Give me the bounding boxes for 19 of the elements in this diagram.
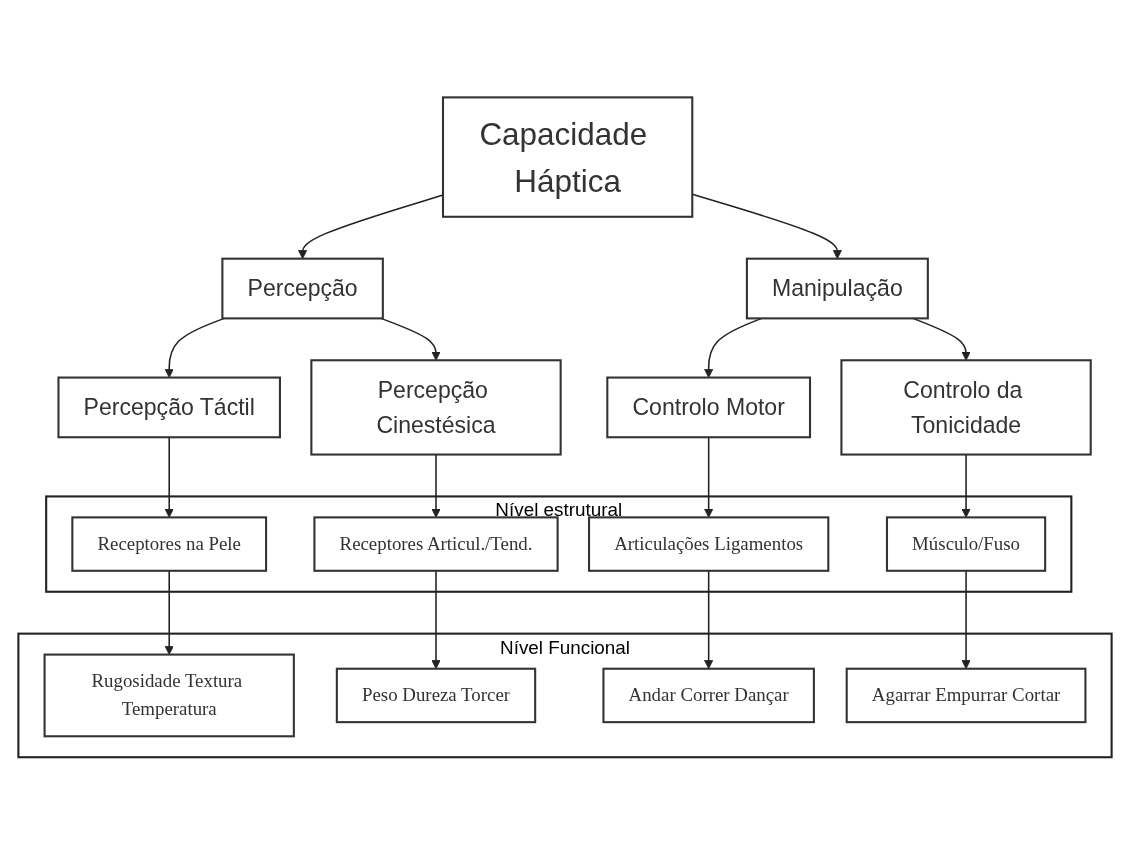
node-box: Peso Dureza Torcer: [335, 667, 537, 723]
node-box: Percepção Cinestésica: [310, 358, 562, 456]
node-box: Agarrar Empurrar Cortar: [845, 667, 1087, 723]
arrow: [164, 317, 225, 378]
node-box: Músculo/Fuso: [885, 516, 1047, 572]
node-box: Receptores na Pele: [71, 516, 268, 572]
arrow: [298, 193, 444, 259]
node-box: Rugosidade Textura Temperatura: [43, 653, 295, 737]
node-box: Percepção: [221, 257, 384, 320]
node-box: Controlo da Tonicidade: [840, 358, 1092, 456]
node-box: Manipulação: [745, 257, 929, 320]
node-box: Andar Correr Dançar: [602, 667, 815, 723]
arrow: [704, 436, 714, 518]
node-box: Percepção Táctil: [57, 376, 281, 438]
arrow: [164, 436, 174, 518]
node-box: Controlo Motor: [606, 376, 812, 438]
node-box: Receptores Articul./Tend.: [313, 516, 559, 572]
node-box: Capacidade Háptica: [441, 96, 694, 218]
node-box: Articulações Ligamentos: [587, 516, 830, 572]
